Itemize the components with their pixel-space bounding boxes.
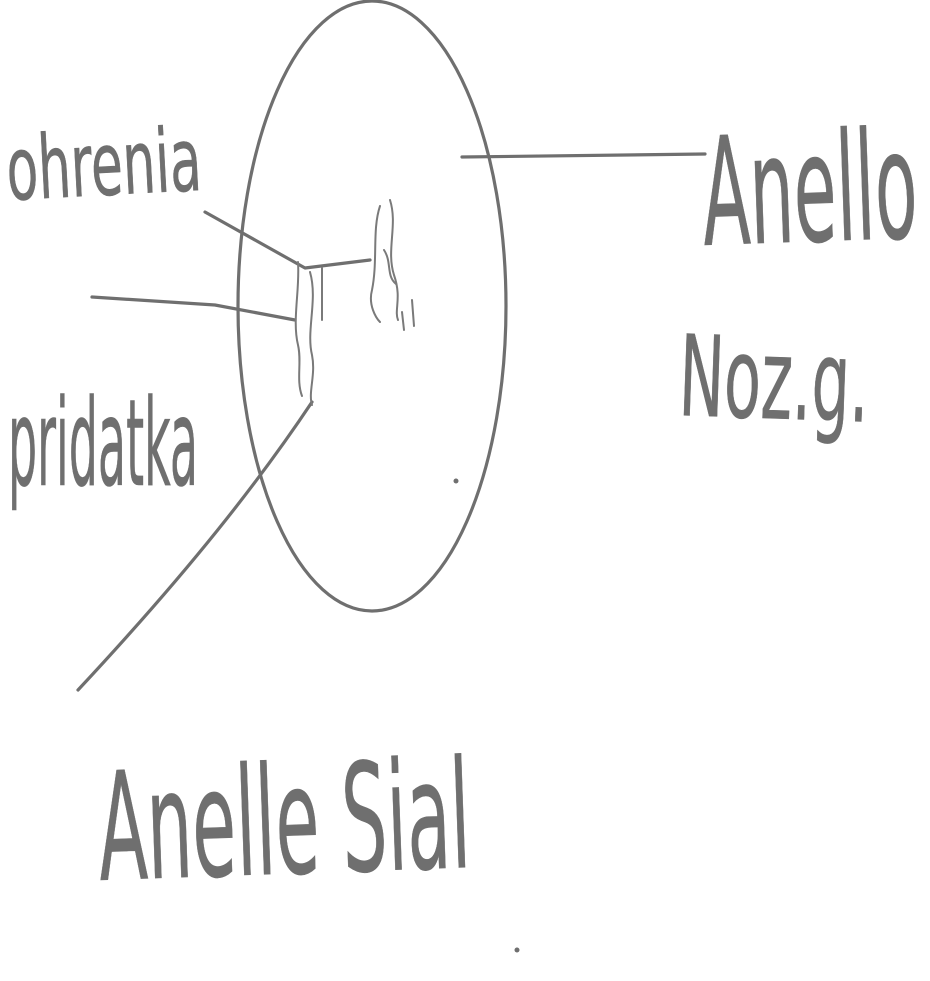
label-anello: Anello	[699, 100, 920, 281]
pointer-line-ohrenia	[203, 210, 372, 270]
pointer-line-pridatka	[90, 295, 297, 322]
pointer-line-bottom	[76, 400, 314, 692]
dot-1	[453, 478, 459, 484]
dot-2	[514, 947, 520, 953]
label-pridatka: pridatka	[8, 375, 198, 514]
label-nozg: Noz.g.	[677, 312, 871, 449]
pointer-line-anello	[460, 152, 707, 159]
ring-oval	[236, 0, 508, 613]
inner-scribble	[294, 199, 415, 406]
label-anelle-sial: Anelle Sial	[95, 729, 473, 916]
label-ohrenia: ohrenia	[4, 108, 204, 221]
